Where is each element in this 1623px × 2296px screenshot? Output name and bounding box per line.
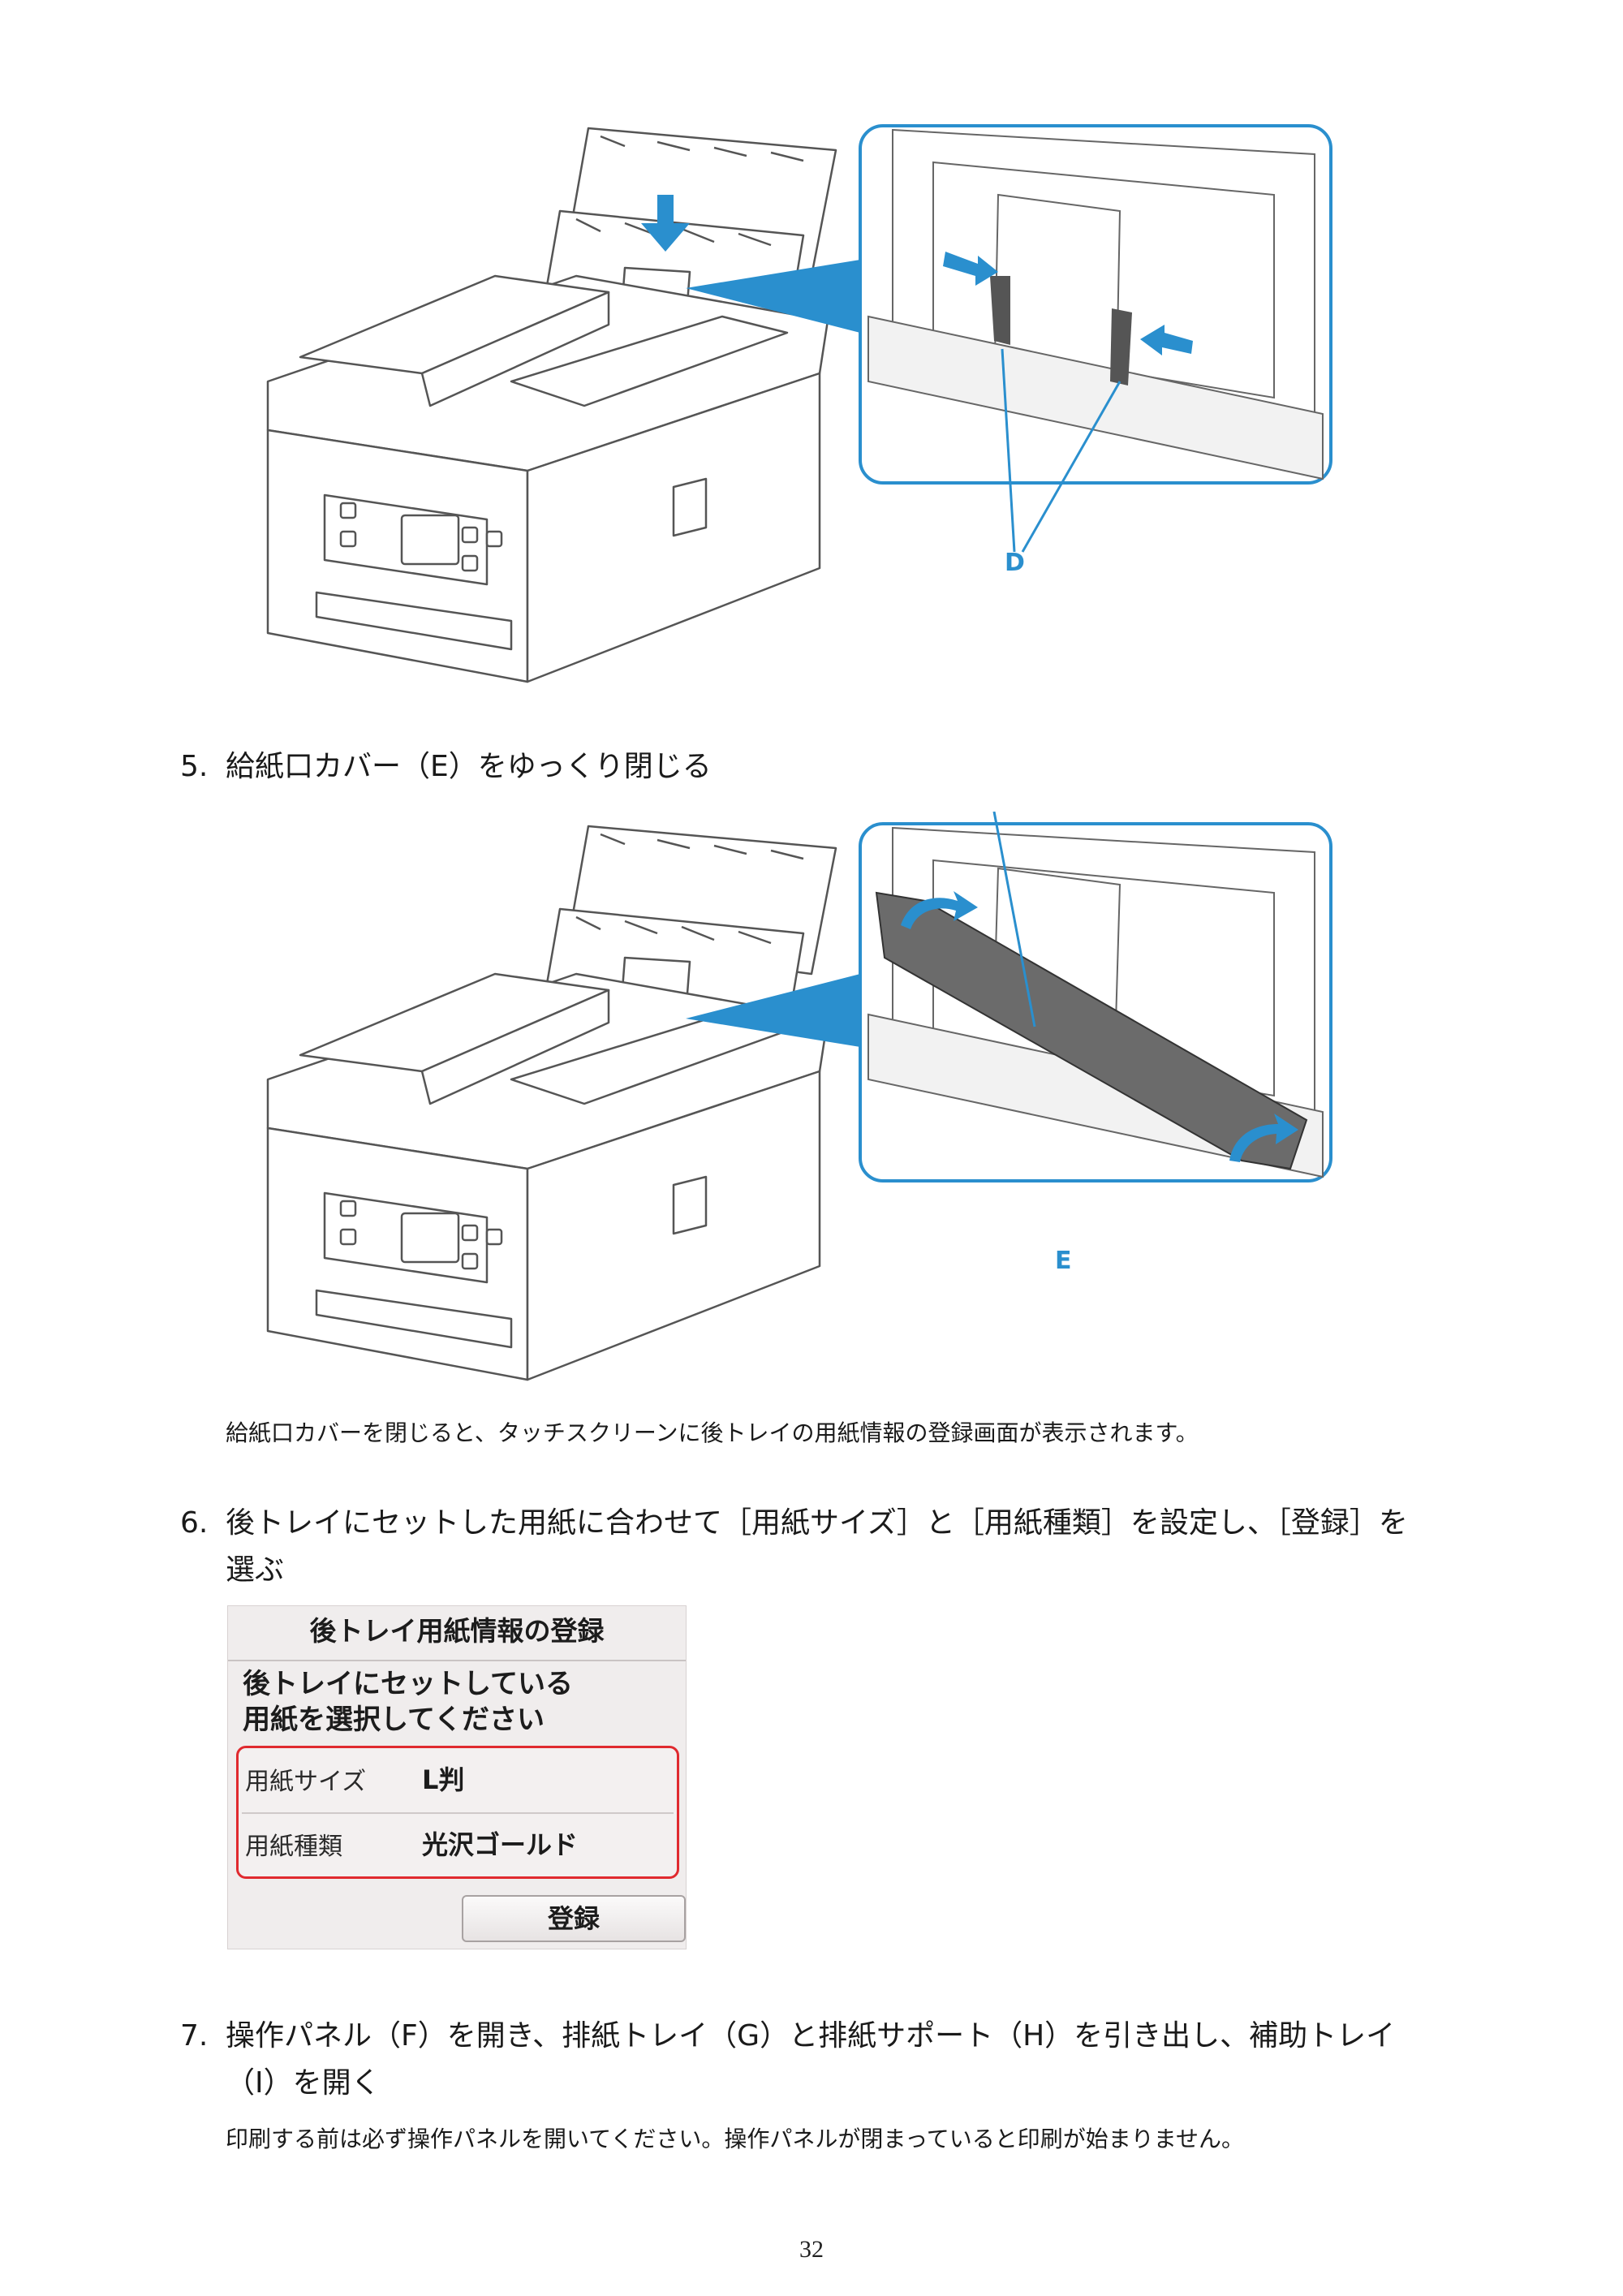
step-number: 7.	[180, 2019, 209, 2053]
note-open-panel: 印刷する前は必ず操作パネルを開いてください。操作パネルが閉まっていると印刷が始ま…	[226, 2126, 1244, 2152]
paper-size-label: 用紙サイズ	[245, 1768, 367, 1796]
note-screen-displayed: 給紙口カバーを閉じると、タッチスクリーンに後トレイの用紙情報の登録画面が表示され…	[226, 1419, 1199, 1446]
printer-illustration-2	[266, 812, 1332, 1381]
media-type-value: 光沢ゴールド	[422, 1829, 579, 1860]
divider	[228, 1660, 686, 1661]
register-button[interactable]: 登録	[462, 1895, 686, 1942]
paper-size-value: L判	[422, 1764, 465, 1795]
paper-settings-highlight: 用紙サイズ L判 用紙種類 光沢ゴールド	[236, 1746, 679, 1879]
callout-label-e: E	[1055, 1247, 1072, 1275]
screen-message: 後トレイにセットしている 用紙を選択してください	[243, 1668, 573, 1736]
divider	[242, 1812, 674, 1814]
step-text: 給紙口カバー（E）をゆっくり閉じる	[226, 750, 712, 783]
printer-illustration-1	[266, 124, 1332, 683]
media-type-label: 用紙種類	[245, 1833, 342, 1861]
step-text: 操作パネル（F）を開き、排紙トレイ（G）と排紙サポート（H）を引き出し、補助トレ…	[226, 2019, 1396, 2100]
screen-title: 後トレイ用紙情報の登録	[309, 1615, 605, 1647]
step-5: 5. 給紙口カバー（E）をゆっくり閉じる	[180, 743, 1479, 792]
figure-printer-paper-guides	[219, 114, 1355, 698]
step-text: 後トレイにセットした用紙に合わせて［用紙サイズ］と［用紙種類］を設定し、［登録］…	[226, 1506, 1408, 1587]
callout-label-d: D	[1005, 549, 1025, 577]
figure-printer-feed-cover	[219, 812, 1355, 1396]
step-7: 7. 操作パネル（F）を開き、排紙トレイ（G）と排紙サポート（H）を引き出し、補…	[180, 2013, 1495, 2110]
paper-size-row[interactable]: 用紙サイズ L判	[239, 1748, 677, 1811]
inset-paper-guides	[859, 124, 1332, 553]
page-number: 32	[799, 2236, 824, 2263]
step-number: 5.	[180, 750, 209, 783]
step-6: 6. 後トレイにセットした用紙に合わせて［用紙サイズ］と［用紙種類］を設定し、［…	[180, 1500, 1495, 1597]
media-type-row[interactable]: 用紙種類 光沢ゴールド	[239, 1813, 677, 1876]
step-number: 6.	[180, 1506, 209, 1540]
inset-feed-cover	[859, 812, 1332, 1182]
touchscreen-paper-info-registration: 後トレイ用紙情報の登録 後トレイにセットしている 用紙を選択してください 用紙サ…	[227, 1605, 687, 1949]
